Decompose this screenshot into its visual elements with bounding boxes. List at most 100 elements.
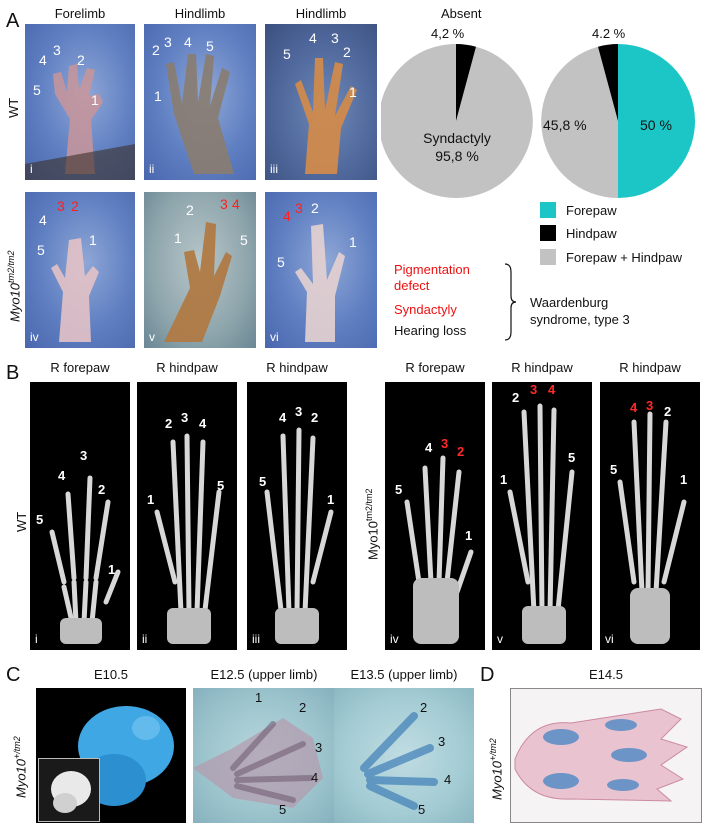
digit-label: 3 bbox=[164, 34, 172, 50]
digit-label: 4 bbox=[311, 770, 319, 785]
legend-swatch bbox=[540, 249, 556, 265]
photo-index: iii bbox=[270, 162, 278, 176]
col-title-hindlimb-2: Hindlimb bbox=[295, 6, 347, 21]
pie1-absent-label: Absent bbox=[441, 6, 482, 21]
digit-label: 5 bbox=[240, 232, 248, 248]
pie2-left-pct: 45,8 % bbox=[543, 117, 587, 133]
digit-label: 3 bbox=[53, 42, 61, 58]
xray-mut-hindpaw-1: 2 3 4 5 1 v bbox=[492, 382, 592, 650]
digit-label: 1 bbox=[349, 234, 357, 250]
photo-index: v bbox=[497, 632, 503, 646]
embryo-title-e105: E10.5 bbox=[94, 667, 128, 682]
digit-label: 1 bbox=[147, 492, 155, 507]
digit-label: 1 bbox=[349, 84, 357, 100]
paw-shape bbox=[164, 222, 232, 342]
digit-label: 4 bbox=[548, 382, 556, 397]
row-label-c-base: Myo10 bbox=[13, 758, 29, 798]
digit-label: 3 bbox=[438, 734, 446, 749]
symptom-hearing-loss: Hearing loss bbox=[394, 323, 467, 338]
limb-shape bbox=[193, 718, 323, 808]
pie2-slice-forepaw bbox=[618, 44, 695, 198]
pie1-slice-absent bbox=[456, 44, 476, 121]
digit-label: 5 bbox=[37, 242, 45, 258]
pie1-absent-pct: 4,2 % bbox=[431, 26, 465, 41]
photo-index: i bbox=[35, 632, 38, 646]
bones bbox=[507, 403, 575, 644]
digit-label: 4 bbox=[309, 30, 317, 46]
legend-item-hindpaw: Hindpaw bbox=[540, 225, 617, 241]
digit-label: 3 bbox=[441, 436, 449, 451]
xray-title-1: R forepaw bbox=[50, 360, 110, 375]
digit-label: 2 bbox=[311, 200, 319, 216]
photo-index: iv bbox=[390, 632, 399, 646]
legend-label: Hindpaw bbox=[566, 225, 617, 241]
digit-label: 4 bbox=[444, 772, 452, 787]
syndrome-line1: Waardenburg bbox=[530, 295, 609, 310]
digit-label: 1 bbox=[465, 528, 473, 543]
legend-label: Forepaw + Hindpaw bbox=[566, 249, 682, 265]
digit-label: 3 bbox=[530, 382, 538, 397]
digit-label: 4 bbox=[39, 52, 47, 68]
photo-wt-forelimb: 4 3 2 5 1 i bbox=[25, 24, 135, 180]
digit-label: 3 bbox=[315, 740, 323, 755]
digit-label: 1 bbox=[327, 492, 335, 507]
photo-mut-hindlimb-1: 2 3 4 1 5 v bbox=[144, 192, 256, 348]
xray-title-4: R forepaw bbox=[405, 360, 465, 375]
syndrome-label: Waardenburg syndrome, type 3 bbox=[530, 294, 630, 328]
row-label-mutant-b-sup: tm2/tm2 bbox=[364, 488, 374, 521]
row-label-c-sup: +/tm2 bbox=[12, 736, 22, 759]
panel-d-label: D bbox=[480, 664, 495, 686]
pie2-slice-hindpaw bbox=[598, 44, 618, 121]
photo-index: iii bbox=[252, 632, 260, 646]
xray-title-6: R hindpaw bbox=[619, 360, 681, 375]
photo-wt-hindlimb-1: 2 3 4 5 1 ii bbox=[144, 24, 256, 180]
paw-shape bbox=[295, 58, 357, 174]
digit-label: 2 bbox=[343, 44, 351, 60]
digit-label: 2 bbox=[186, 202, 194, 218]
digit-label: 4 bbox=[283, 208, 291, 224]
paw-shape bbox=[166, 54, 234, 174]
embryo-e125-photo: 1 2 3 4 5 bbox=[193, 688, 334, 823]
paw-shape bbox=[295, 224, 345, 342]
digit-label: 2 bbox=[165, 416, 173, 431]
embryo-title-e125: E12.5 (upper limb) bbox=[210, 667, 318, 682]
xray-mut-forepaw: 4 3 2 5 1 iv bbox=[385, 382, 485, 650]
digit-label: 4 bbox=[279, 410, 287, 425]
digit-label: 4 bbox=[184, 34, 192, 50]
row-label-c: Myo10+/tm2 bbox=[12, 736, 28, 798]
row-label-mutant-sup: tm2/tm2 bbox=[6, 250, 16, 283]
xray-title-3: R hindpaw bbox=[266, 360, 328, 375]
digit-label: 1 bbox=[680, 472, 688, 487]
digit-label: 2 bbox=[420, 700, 428, 715]
legend-item-both: Forepaw + Hindpaw bbox=[540, 249, 682, 265]
symptom-pigmentation-line1: Pigmentation bbox=[394, 262, 470, 277]
xray-title-5: R hindpaw bbox=[511, 360, 573, 375]
pie2-top-pct: 4.2 % bbox=[592, 26, 626, 41]
photo-index: i bbox=[30, 162, 33, 176]
photo-index: v bbox=[149, 330, 155, 344]
digit-label: 5 bbox=[283, 46, 291, 62]
digit-label: 3 bbox=[181, 410, 189, 425]
photo-index: iv bbox=[30, 330, 39, 344]
symptom-pigmentation-line2: defect bbox=[394, 278, 430, 293]
legend-label: Forepaw bbox=[566, 202, 617, 218]
xray-title-2: R hindpaw bbox=[156, 360, 218, 375]
embryo-inset bbox=[38, 758, 100, 822]
digit-label: 4 bbox=[199, 416, 207, 431]
photo-mut-hindlimb-2: 4 3 2 5 1 vi bbox=[265, 192, 377, 348]
pie-chart-syndactyly bbox=[381, 44, 695, 199]
digit-label: 4 bbox=[232, 196, 240, 212]
limb-shape bbox=[360, 712, 438, 810]
row-label-mutant: Myo10tm2/tm2 bbox=[6, 250, 22, 322]
digit-label: 1 bbox=[89, 232, 97, 248]
pie2-right-pct: 50 % bbox=[640, 117, 672, 133]
pie1-main-pct: 95,8 % bbox=[435, 148, 479, 164]
bones bbox=[404, 455, 474, 644]
embryo-e135-photo: 2 3 4 5 bbox=[334, 688, 474, 823]
row-label-mutant-base: Myo10 bbox=[7, 282, 23, 322]
digit-label: 2 bbox=[457, 444, 465, 459]
panel-b-label: B bbox=[6, 362, 20, 384]
bones bbox=[49, 475, 121, 644]
photo-index: ii bbox=[149, 162, 155, 176]
row-label-d-base: Myo10 bbox=[489, 760, 505, 800]
